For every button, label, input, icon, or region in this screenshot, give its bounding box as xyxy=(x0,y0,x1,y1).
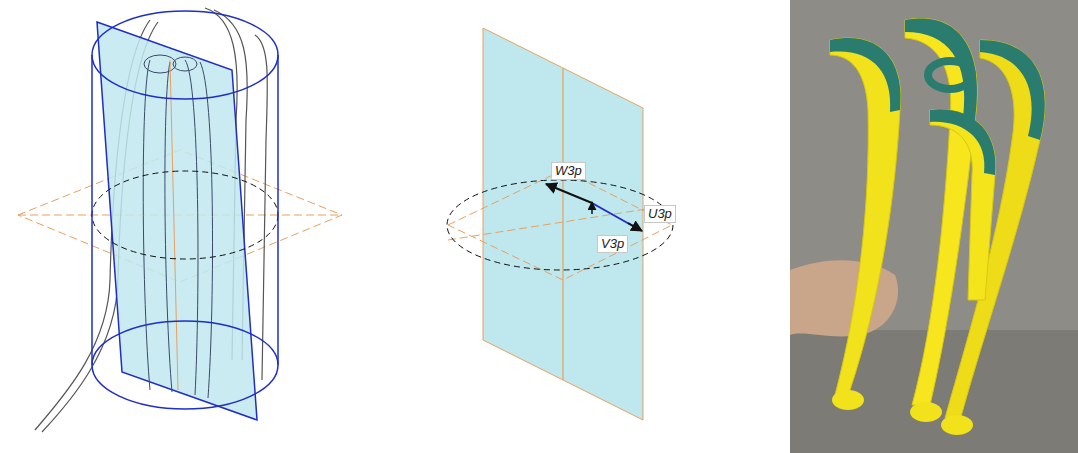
velocity-plane xyxy=(447,28,673,420)
vector-label: V3p xyxy=(597,235,628,253)
turbine-drawing xyxy=(18,8,342,432)
turbine-photo xyxy=(790,0,1078,453)
vector-label: W3p xyxy=(551,162,586,180)
vector-label: U3p xyxy=(644,205,676,223)
